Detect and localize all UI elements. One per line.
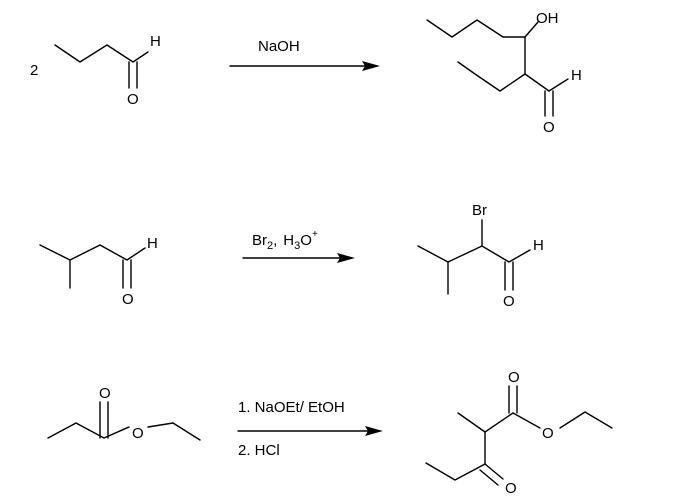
product-alpha-bromo-aldehyde: Br H O (417, 202, 544, 310)
reactant-butanal: H O (54, 33, 161, 108)
product-aldol: OH H O (426, 10, 582, 136)
reaction-1: 2 H O NaOH OH H O (30, 10, 582, 136)
aldehyde-h-bond (548, 78, 569, 92)
carbonyl-oxygen: O (99, 385, 111, 402)
aldehyde-hydrogen: H (150, 33, 161, 50)
reactant-3-methylbutanal: H O (39, 235, 158, 308)
ketone-oxygen: O (505, 480, 517, 497)
ester-oxygen: O (542, 425, 554, 442)
aldehyde-hydrogen: H (533, 237, 544, 254)
alpha-carbon-bond (484, 412, 514, 433)
methyl-bond (457, 412, 486, 433)
aldehyde-carbon-bond (524, 73, 550, 92)
carbonyl-oxygen: O (127, 91, 139, 108)
ketone-double-bond-a (484, 463, 504, 480)
hydroxyl-group: OH (536, 10, 559, 27)
aldehyde-hydrogen: H (571, 67, 582, 84)
ester-oxygen: O (132, 425, 144, 442)
reaction-3: O O 1. NaOEt/ EtOH 2. HCl O O O (47, 369, 613, 497)
carbon-chain-bond (417, 245, 531, 263)
ethyl-branch-bond (457, 61, 526, 92)
ester-chain-bond (47, 422, 130, 439)
ethyl-ketone-bond (425, 462, 486, 481)
ester-oxygen-bond (512, 412, 541, 429)
reaction-2: H O Br2,H3O+ Br H O (39, 202, 544, 310)
carbonyl-oxygen: O (503, 293, 515, 310)
reagent-label: NaOH (258, 38, 300, 55)
carbon-chain-bond (39, 244, 146, 261)
hydroxyl-bond (524, 21, 539, 38)
ethoxy-bond (559, 411, 613, 429)
reagent-label: Br2,H3O+ (252, 229, 318, 252)
carbon-chain-bond (54, 44, 149, 63)
reagent-step-2: 2. HCl (238, 442, 280, 459)
reaction-arrow-head (337, 253, 355, 263)
reagent-step-1: 1. NaOEt/ EtOH (238, 399, 345, 416)
aldehyde-hydrogen: H (147, 235, 158, 252)
product-beta-keto-ester: O O O (425, 369, 613, 497)
bromine-atom: Br (472, 202, 487, 219)
propyl-chain-bond (426, 19, 526, 38)
ketone-double-bond-b (479, 469, 499, 486)
reaction-arrow-head (362, 61, 380, 71)
reaction-arrow-head (365, 426, 383, 436)
carbonyl-oxygen: O (543, 119, 555, 136)
ester-carbonyl-oxygen: O (508, 369, 520, 386)
carbonyl-oxygen: O (122, 291, 134, 308)
stoichiometric-coefficient: 2 (30, 62, 38, 79)
ethoxy-bond (147, 422, 201, 441)
reactant-ethyl-propanoate: O O (47, 385, 201, 442)
